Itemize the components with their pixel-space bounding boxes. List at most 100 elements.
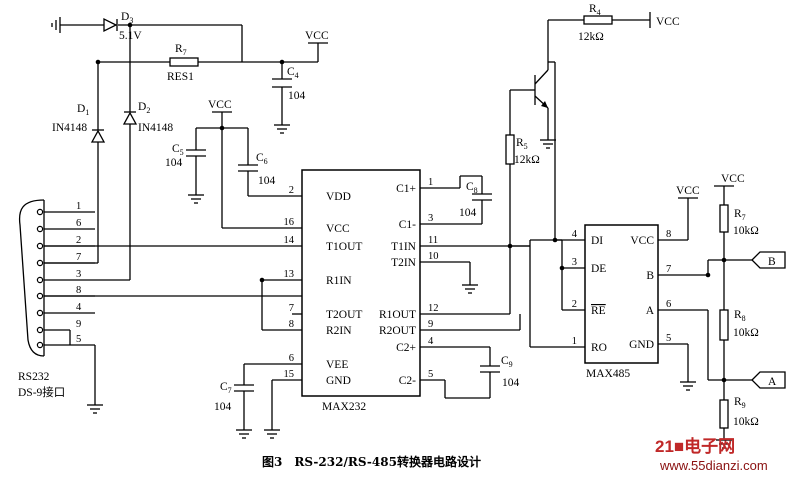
resistor-r4: R4 12kΩ — [578, 3, 613, 43]
resistor-r7-10k: R7 10kΩ — [719, 204, 759, 237]
max485-pin-label: RE — [591, 305, 606, 317]
max232-pin-label: T1IN — [391, 241, 417, 253]
max232-pin-label: C2- — [399, 375, 416, 387]
max485-pin-number: 3 — [572, 257, 577, 268]
resistor-r5: R5 12kΩ — [505, 134, 540, 166]
max232-pin-number: 1 — [428, 177, 433, 188]
svg-text:R8: R8 — [734, 309, 746, 323]
resistor-r7-res1: R7 RES1 — [167, 43, 199, 83]
max232-pin-label: R2IN — [326, 325, 352, 337]
connector-label-ds9: DS-9接口 — [18, 386, 65, 399]
max485-pin-number: 7 — [666, 264, 671, 275]
max232-pin-label: T1OUT — [326, 241, 362, 253]
terminal-a-label: A — [768, 376, 777, 388]
c7-value: 104 — [214, 401, 232, 413]
db9-pin-number: 3 — [76, 269, 81, 280]
ground-icon — [540, 139, 556, 149]
c6-value: 104 — [258, 175, 276, 187]
ground-icon — [87, 404, 103, 414]
watermark-url: www.55dianzi.com — [659, 458, 768, 473]
max232-pin-label: VDD — [326, 191, 351, 203]
max232-pin-label: T2IN — [391, 257, 417, 269]
r9-value: 10kΩ — [733, 416, 759, 428]
db9-pin-number: 6 — [76, 218, 81, 229]
db9-pin-contact — [36, 208, 44, 216]
svg-text:D1: D1 — [77, 103, 89, 117]
svg-text:C9: C9 — [501, 355, 513, 369]
svg-text:C6: C6 — [256, 152, 268, 166]
ground-icon — [188, 194, 204, 204]
resistor-r8: R8 10kΩ — [719, 309, 759, 341]
db9-pin-contact — [36, 259, 44, 267]
r7-value: RES1 — [167, 71, 194, 83]
db9-pin-contact — [36, 225, 44, 233]
max485-pin-number: 2 — [572, 299, 577, 310]
max232-pin-label: C1+ — [396, 183, 416, 195]
max232-pin-label: C2+ — [396, 342, 416, 354]
svg-text:R9: R9 — [734, 396, 746, 410]
ground-icon — [236, 429, 252, 439]
max232-pin-label: R1OUT — [379, 309, 416, 321]
ground-icon — [716, 439, 732, 449]
svg-text:C4: C4 — [287, 66, 299, 80]
db9-pin-contact — [36, 292, 44, 300]
transistor — [530, 61, 555, 109]
max232-pin-number: 4 — [428, 336, 434, 347]
capacitor-c6: C6 104 — [238, 152, 276, 187]
db9-pin-contact — [36, 242, 44, 250]
svg-text:C5: C5 — [172, 143, 184, 157]
max232-pin-number: 7 — [289, 303, 294, 314]
max485-pin-number: 6 — [666, 299, 671, 310]
max232-pin-number: 12 — [428, 303, 439, 314]
max232-pin-label: R2OUT — [379, 325, 416, 337]
max232-chip: 2VDD16VCC14T1OUT13R1IN7T2OUT8R2IN6VEE15G… — [284, 169, 439, 413]
max485-pin-label: RO — [591, 342, 607, 354]
db9-pin-number: 7 — [76, 252, 81, 263]
max485-pin-label: DE — [591, 263, 606, 275]
max485-pin-number: 5 — [666, 333, 671, 344]
r7b-value: 10kΩ — [733, 225, 759, 237]
max485-pin-label: A — [646, 305, 655, 317]
db9-pin-contact — [36, 309, 44, 317]
max232-pin-label: R1IN — [326, 275, 352, 287]
ground-icon — [51, 17, 61, 33]
max485-pin-label: GND — [629, 339, 654, 351]
db9-pin-number: 9 — [76, 319, 81, 330]
watermark-brand: 21■电子网 — [655, 436, 735, 456]
c9-value: 104 — [502, 377, 520, 389]
max232-pin-number: 3 — [428, 213, 433, 224]
svg-text:R5: R5 — [516, 137, 528, 151]
vcc-label: VCC — [721, 173, 745, 185]
svg-text:R7: R7 — [175, 43, 187, 57]
max232-pins: 2VDD16VCC14T1OUT13R1IN7T2OUT8R2IN6VEE15G… — [284, 177, 439, 387]
svg-text:D3: D3 — [121, 11, 133, 25]
d3-value: 5.1V — [119, 30, 142, 42]
terminal-a: A — [751, 371, 786, 389]
max232-pin-label: T2OUT — [326, 309, 362, 321]
db9-pin-number: 5 — [76, 334, 81, 345]
terminal-b: B — [751, 251, 786, 269]
r8-value: 10kΩ — [733, 327, 759, 339]
max232-pin-number: 15 — [284, 369, 295, 380]
max232-pin-number: 11 — [428, 235, 438, 246]
max485-pin-label: DI — [591, 235, 603, 247]
svg-text:C8: C8 — [466, 181, 478, 195]
capacitor-c7: C7 104 — [214, 381, 254, 413]
db9-pin-number: 2 — [76, 235, 81, 246]
diode-d3: D3 5.1V — [103, 11, 142, 42]
max232-pin-number: 14 — [284, 235, 295, 246]
max232-pin-label: C1- — [399, 219, 416, 231]
max232-pin-label: VEE — [326, 359, 348, 371]
ground-icon — [680, 381, 696, 391]
db9-pin-contact — [36, 276, 44, 284]
max485-pin-number: 4 — [572, 229, 578, 240]
svg-text:R7: R7 — [734, 208, 746, 222]
ground-icon — [274, 124, 290, 134]
max232-pin-label: VCC — [326, 223, 350, 235]
max485-pin-label: B — [646, 270, 654, 282]
d2-value: IN4148 — [138, 122, 173, 134]
